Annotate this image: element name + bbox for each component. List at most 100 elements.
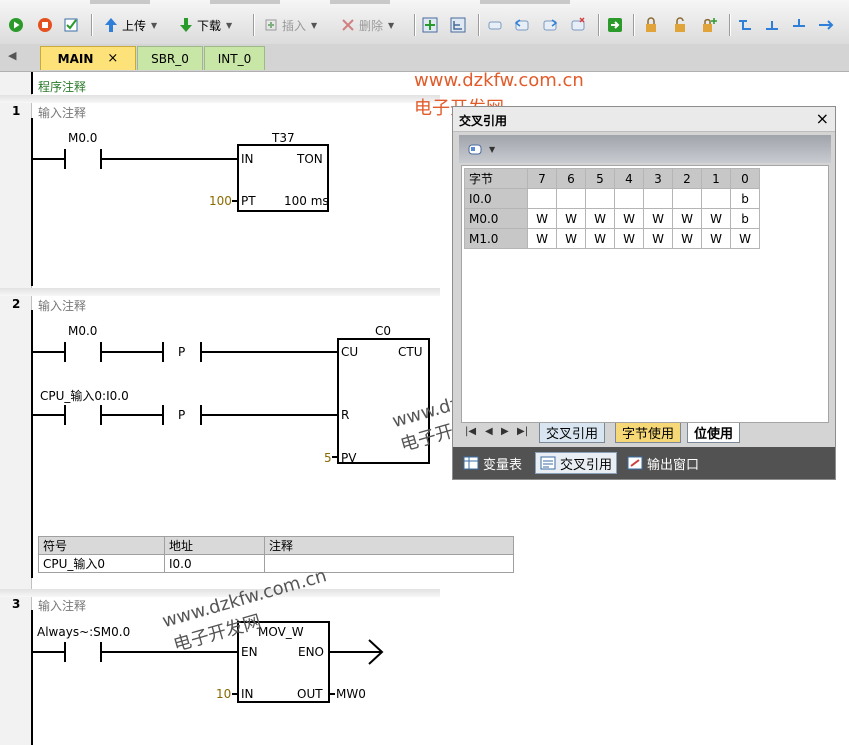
- bit-usage-cell[interactable]: W: [585, 228, 615, 249]
- lock-add-button[interactable]: [701, 14, 717, 36]
- bit-usage-cell[interactable]: W: [556, 228, 586, 249]
- move-type[interactable]: MOV_W: [258, 625, 304, 639]
- byte-address-cell[interactable]: M1.0: [464, 228, 528, 249]
- close-icon[interactable]: ×: [815, 109, 829, 128]
- timer-name[interactable]: T37: [272, 131, 295, 145]
- network-tree-button[interactable]: [450, 14, 466, 36]
- table-row[interactable]: I0.0 b: [464, 188, 760, 209]
- tab-output-window[interactable]: 输出窗口: [623, 452, 703, 474]
- stop-button[interactable]: [37, 14, 53, 36]
- run-button[interactable]: [8, 14, 24, 36]
- bit-usage-cell[interactable]: b: [730, 208, 760, 229]
- byte-address-cell[interactable]: M0.0: [464, 208, 528, 229]
- branch-up-button[interactable]: [764, 14, 780, 36]
- first-sheet-icon[interactable]: |◀: [465, 426, 477, 437]
- in-value[interactable]: 10: [216, 687, 232, 701]
- tab-cross-reference[interactable]: 交叉引用: [539, 423, 606, 443]
- contact-operand[interactable]: M0.0: [68, 324, 98, 338]
- insert-button[interactable]: 插入 ▼: [263, 14, 317, 36]
- bit-usage-cell[interactable]: W: [527, 208, 557, 229]
- tab-variable-table[interactable]: 变量表: [459, 452, 526, 474]
- line-up-button[interactable]: [791, 14, 807, 36]
- bit-usage-cell[interactable]: W: [614, 208, 644, 229]
- address-cell[interactable]: I0.0: [164, 554, 265, 573]
- bottom-panel-tabs: 变量表 交叉引用 输出窗口: [453, 447, 835, 479]
- tab-sbr0[interactable]: SBR_0: [137, 46, 203, 70]
- contact-operand[interactable]: Always~:SM0.0: [37, 625, 131, 639]
- bit-usage-cell[interactable]: W: [527, 228, 557, 249]
- goto-button[interactable]: [607, 14, 623, 36]
- sheet-tab-bar: |◀ ◀ ▶ ▶| 交叉引用 字节使用 位使用: [461, 423, 829, 445]
- clear-button[interactable]: [570, 14, 586, 36]
- scroll-left-icon[interactable]: ◀: [8, 49, 17, 62]
- program-comment[interactable]: 程序注释: [38, 80, 87, 94]
- rectangle-button[interactable]: [487, 14, 503, 36]
- symbol-cell[interactable]: CPU_输入0: [38, 554, 165, 573]
- next-button[interactable]: [542, 14, 558, 36]
- compile-button[interactable]: [63, 14, 79, 36]
- close-icon[interactable]: ×: [107, 51, 119, 66]
- toolbar-separator: [253, 14, 255, 36]
- network-gutter: [0, 72, 32, 745]
- bit-usage-cell[interactable]: [556, 188, 586, 209]
- chevron-down-icon[interactable]: ▼: [151, 20, 158, 30]
- tab-main[interactable]: MAIN ×: [40, 46, 136, 70]
- out-value[interactable]: MW0: [336, 687, 366, 701]
- bit-usage-cell[interactable]: W: [556, 208, 586, 229]
- lock-button[interactable]: [643, 14, 659, 36]
- next-sheet-icon[interactable]: ▶: [501, 426, 509, 437]
- branch-button[interactable]: [737, 14, 753, 36]
- bit-usage-cell[interactable]: W: [672, 208, 702, 229]
- bit-usage-cell[interactable]: [585, 188, 615, 209]
- bit-usage-cell[interactable]: W: [730, 228, 760, 249]
- line-right-button[interactable]: [818, 14, 834, 36]
- pv-value[interactable]: 5: [324, 451, 332, 465]
- comment-cell[interactable]: [264, 554, 514, 573]
- contact-operand[interactable]: M0.0: [68, 131, 98, 145]
- tab-bit-usage[interactable]: 位使用: [687, 423, 741, 443]
- chevron-down-icon[interactable]: ▼: [489, 144, 496, 154]
- chevron-down-icon[interactable]: ▼: [388, 20, 395, 30]
- pt-value[interactable]: 100: [209, 194, 232, 208]
- bit-usage-cell[interactable]: W: [701, 228, 731, 249]
- cross-reference-titlebar[interactable]: 交叉引用 ×: [453, 107, 835, 132]
- bit-usage-cell[interactable]: W: [643, 228, 673, 249]
- upload-button[interactable]: 上传 ▼: [103, 14, 157, 36]
- bit-usage-cell[interactable]: W: [701, 208, 731, 229]
- bit-usage-cell[interactable]: W: [672, 228, 702, 249]
- chevron-down-icon[interactable]: ▼: [311, 20, 318, 30]
- bit-usage-cell[interactable]: [527, 188, 557, 209]
- network-comment[interactable]: 输入注释: [38, 599, 87, 613]
- bit-usage-cell[interactable]: W: [643, 208, 673, 229]
- table-row[interactable]: CPU_输入0 I0.0: [38, 554, 514, 573]
- unlock-button[interactable]: [672, 14, 688, 36]
- bit-usage-cell[interactable]: W: [585, 208, 615, 229]
- clear-box-icon: [571, 17, 585, 31]
- contact-operand[interactable]: CPU_输入0:I0.0: [40, 389, 129, 403]
- options-dropdown[interactable]: ▼: [467, 141, 495, 157]
- bit-usage-cell[interactable]: [643, 188, 673, 209]
- bit-usage-cell[interactable]: [614, 188, 644, 209]
- network-comment[interactable]: 输入注释: [38, 106, 87, 120]
- network-comment[interactable]: 输入注释: [38, 299, 87, 313]
- bit-usage-cell[interactable]: [672, 188, 702, 209]
- previous-button[interactable]: [514, 14, 530, 36]
- chevron-down-icon[interactable]: ▼: [226, 20, 233, 30]
- tab-int0[interactable]: INT_0: [204, 46, 265, 70]
- power-rail: [31, 610, 33, 745]
- byte-address-cell[interactable]: I0.0: [464, 188, 528, 209]
- last-sheet-icon[interactable]: ▶|: [517, 426, 529, 437]
- tab-byte-usage[interactable]: 字节使用: [615, 423, 682, 443]
- tab-cross-reference-bottom[interactable]: 交叉引用: [535, 452, 618, 474]
- download-button[interactable]: 下载 ▼: [178, 14, 232, 36]
- bit-usage-cell[interactable]: [701, 188, 731, 209]
- bit-usage-cell[interactable]: W: [614, 228, 644, 249]
- bit-usage-cell[interactable]: b: [730, 188, 760, 209]
- counter-name[interactable]: C0: [375, 324, 392, 338]
- network-button[interactable]: [422, 14, 438, 36]
- prev-sheet-icon[interactable]: ◀: [485, 426, 493, 437]
- delete-button[interactable]: 删除 ▼: [340, 14, 394, 36]
